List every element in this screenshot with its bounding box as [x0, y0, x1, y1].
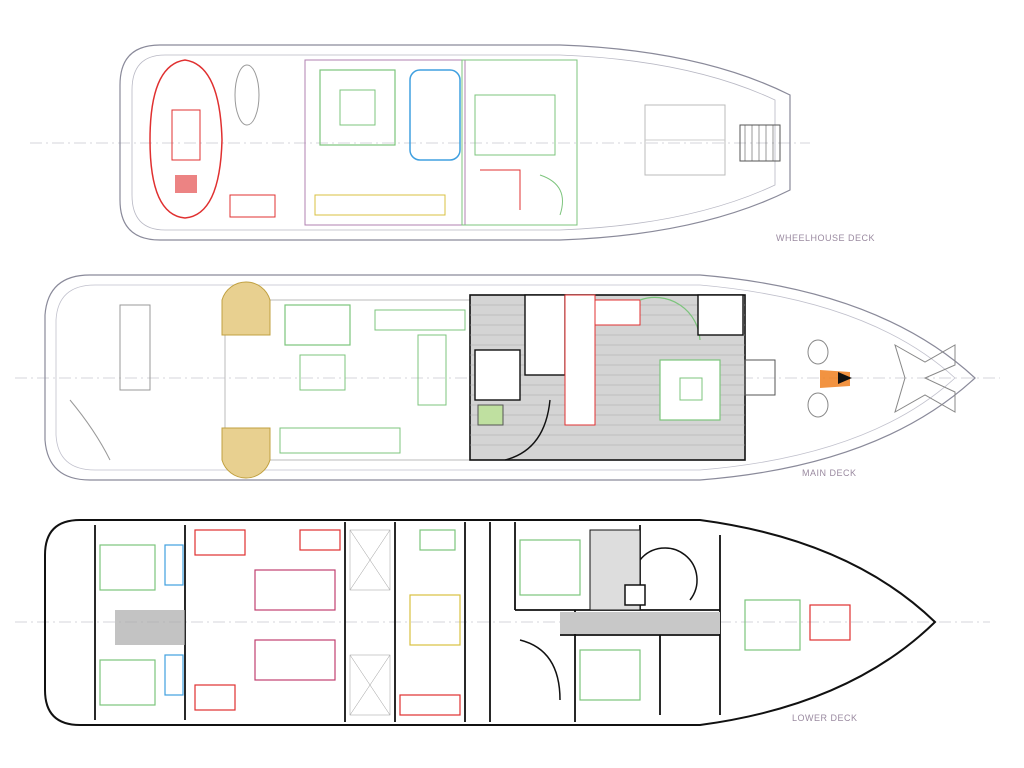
- lower-deck: [44, 519, 937, 726]
- wheelhouse-deck: [119, 44, 791, 241]
- main-deck: [44, 274, 976, 481]
- lower-deck-hull: [44, 519, 937, 726]
- main-deck-hull: [44, 274, 976, 481]
- wheelhouse-hull: [119, 44, 791, 241]
- deck-label-wheelhouse: WHEELHOUSE DECK: [776, 233, 876, 243]
- deck-label-lower: LOWER DECK: [792, 713, 858, 723]
- deck-label-main: MAIN DECK: [802, 468, 857, 478]
- tender-boat: [149, 59, 223, 219]
